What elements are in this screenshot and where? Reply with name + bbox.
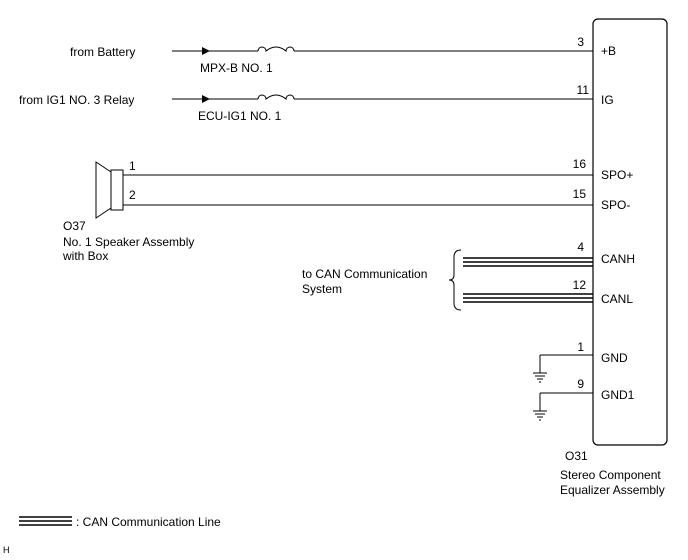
speaker-pin-1: 1 (129, 159, 136, 173)
pin-label-gnd1: GND1 (601, 388, 635, 402)
gnd-ground-icon (533, 372, 547, 383)
ig-fuse-label: ECU-IG1 NO. 1 (198, 109, 282, 123)
speaker-name-line2: with Box (62, 249, 108, 263)
pin-label-canl: CANL (601, 292, 633, 306)
can-brace-icon (448, 249, 462, 311)
can-high-line (463, 257, 593, 267)
pin-number-b: 3 (577, 35, 584, 49)
corner-mark: H (3, 545, 10, 555)
component-name-line2: Equalizer Assembly (560, 483, 665, 497)
pin-label-spo-minus: SPO- (601, 198, 630, 212)
ig-fuse-icon (257, 94, 295, 101)
can-system-line1: to CAN Communication (302, 267, 427, 281)
pin-number-spo-minus: 15 (573, 187, 587, 201)
ig-arrow-icon (202, 95, 210, 103)
can-low-line (463, 293, 593, 303)
legend-can-line-icon (19, 516, 72, 526)
gnd-wire (539, 354, 593, 373)
pin-number-canh: 4 (577, 240, 584, 254)
pin-label-spo-plus: SPO+ (601, 168, 633, 182)
pin-label-ig: IG (601, 93, 614, 107)
ig-circuit: from IG1 NO. 3 Relay ECU-IG1 NO. 1 (19, 93, 593, 123)
pin-label-gnd: GND (601, 351, 628, 365)
pin-number-spo-plus: 16 (573, 157, 587, 171)
speaker-code: O37 (63, 219, 86, 233)
pin-label-canh: CANH (601, 252, 635, 266)
pin-number-gnd: 1 (577, 340, 584, 354)
battery-circuit: from Battery MPX-B NO. 1 (70, 45, 593, 75)
speaker-name-line1: No. 1 Speaker Assembly (63, 235, 194, 249)
gnd1-ground-icon (533, 410, 547, 421)
pin-number-canl: 12 (573, 278, 587, 292)
speaker-icon (95, 161, 124, 219)
speaker-pin-2: 2 (129, 188, 136, 202)
pin-number-gnd1: 9 (577, 377, 584, 391)
pin-number-ig: 11 (577, 83, 590, 97)
can-system-line2: System (302, 282, 342, 296)
ig-source-label: from IG1 NO. 3 Relay (19, 93, 134, 107)
gnd1-wire (539, 392, 593, 411)
component-code: O31 (565, 449, 588, 463)
component-box (592, 18, 668, 446)
legend-label: : CAN Communication Line (76, 515, 221, 529)
pin-label-b: +B (601, 44, 616, 58)
battery-arrow-icon (202, 47, 210, 55)
battery-fuse-icon (257, 46, 295, 53)
component-name-line1: Stereo Component (560, 468, 661, 482)
battery-source-label: from Battery (70, 45, 135, 59)
battery-fuse-label: MPX-B NO. 1 (200, 61, 273, 75)
